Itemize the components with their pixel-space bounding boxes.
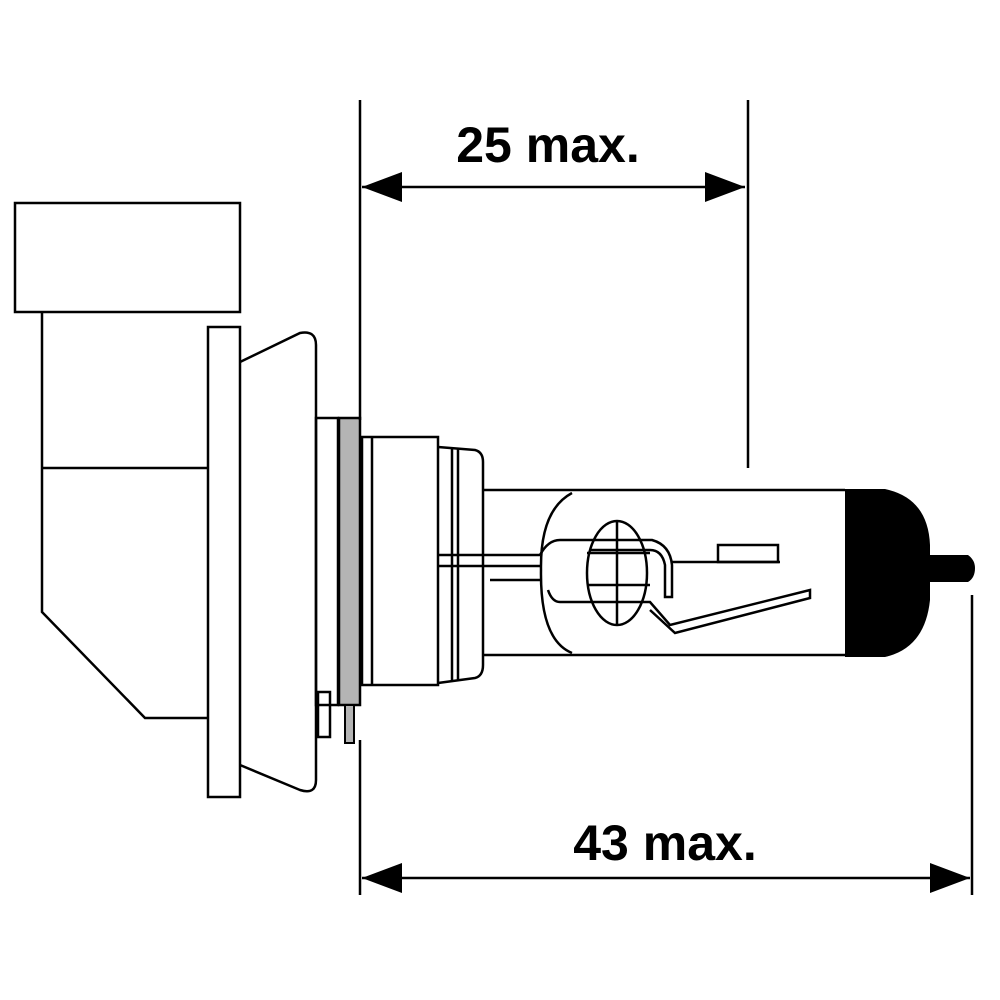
seal <box>239 331 318 793</box>
glass-tube <box>438 488 845 657</box>
dimension-label-25: 25 max. <box>456 117 639 173</box>
ring <box>314 416 340 707</box>
pin <box>316 690 332 739</box>
gasket <box>337 416 362 707</box>
base-step <box>437 445 485 685</box>
dimension-bottom: 43 max. <box>358 595 974 895</box>
bulb-tip <box>845 489 975 657</box>
dimension-top: 25 max. <box>358 100 750 468</box>
base <box>360 435 440 687</box>
dimension-label-43: 43 max. <box>573 815 756 871</box>
pin-gray <box>344 704 355 744</box>
connector <box>13 201 242 720</box>
flange-plate <box>206 325 242 799</box>
